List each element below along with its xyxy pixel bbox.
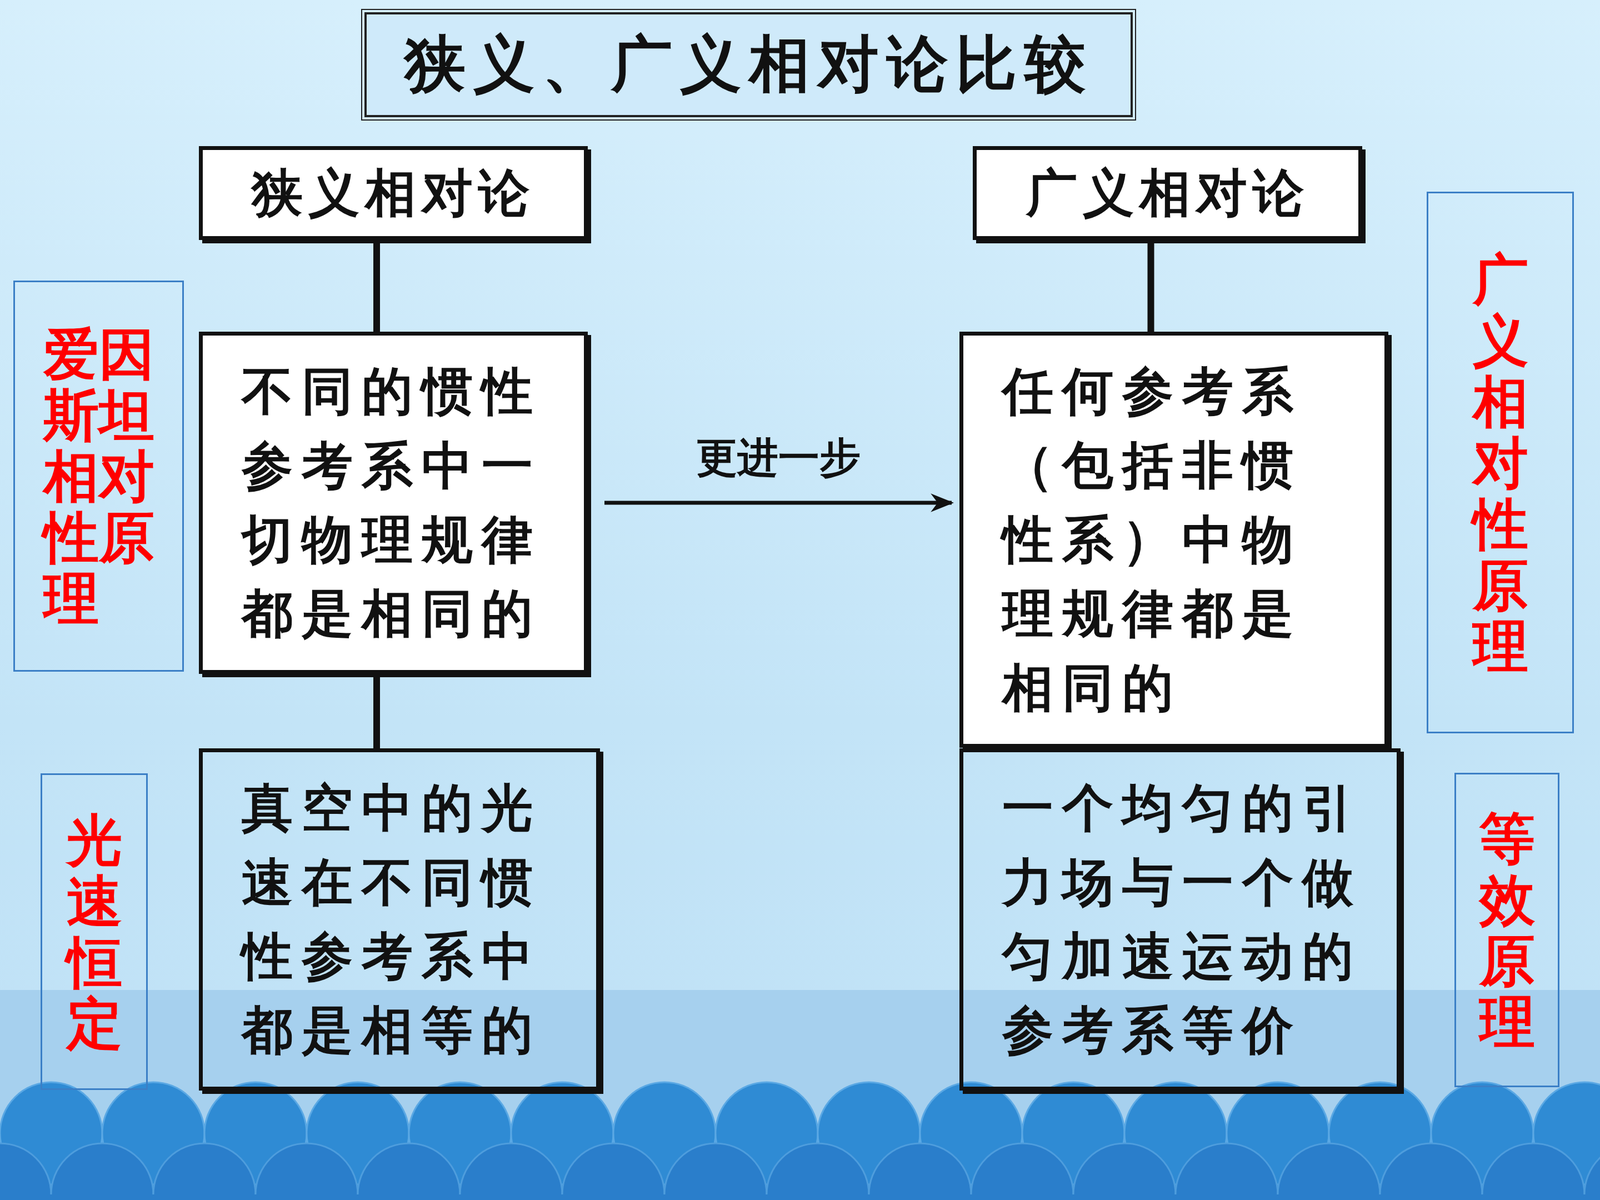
node-text: 爱因斯坦相对性原理 [43, 323, 155, 629]
wave-base [0, 1194, 1600, 1200]
connector-line [373, 673, 380, 749]
principle-box: 一个均匀的引力场与一个做匀加速运动的参考系等价 [959, 748, 1401, 1091]
theory-heading: 狭义相对论 [198, 146, 588, 240]
node-text: 广义相对性原理 [1472, 248, 1529, 677]
principle-label: 光速恒定 [40, 773, 148, 1090]
wave-scallop [51, 1143, 154, 1200]
wave-scallop [1277, 1143, 1380, 1200]
connector-line [373, 240, 380, 332]
connector-line [1147, 240, 1155, 332]
wave-scallop [971, 1143, 1074, 1200]
wave-scallop [153, 1143, 256, 1200]
wave-scallop [868, 1143, 972, 1200]
wave-scallop [255, 1143, 358, 1200]
node-text: 真空中的光速在不同惯性参考系中都是相等的 [241, 771, 563, 1068]
wave-scallop [0, 1143, 52, 1200]
principle-box: 任何参考系（包括非惯性系）中物理规律都是相同的 [959, 331, 1389, 748]
principle-label: 爱因斯坦相对性原理 [13, 280, 184, 672]
node-text: 等效原理 [1479, 807, 1535, 1053]
wave-scallop [1380, 1143, 1483, 1200]
wave-scallop [664, 1143, 767, 1200]
wave-scallop [1482, 1143, 1585, 1200]
wave-scallop [1584, 1143, 1600, 1200]
node-text: 不同的惯性参考系中一切物理规律都是相同的 [241, 354, 551, 652]
node-text: 光速恒定 [66, 809, 123, 1054]
principle-box: 真空中的光速在不同惯性参考系中都是相等的 [198, 748, 600, 1091]
arrow-connector [604, 501, 952, 505]
node-text: 一个均匀的引力场与一个做匀加速运动的参考系等价 [1002, 771, 1364, 1068]
wave-scallop [460, 1143, 563, 1200]
edge-label: 更进一步 [696, 430, 861, 487]
node-text: 任何参考系（包括非惯性系）中物理规律都是相同的 [1002, 354, 1352, 725]
title: 狭义、广义相对论比较 [404, 23, 1094, 107]
title-box: 狭义、广义相对论比较 [364, 12, 1133, 118]
wave-scallop [766, 1143, 869, 1200]
node-text: 广义相对论 [1026, 158, 1310, 228]
wave-scallop [357, 1143, 460, 1200]
wave-scallop [1073, 1143, 1176, 1200]
wave-scallop [562, 1143, 665, 1200]
principle-box: 不同的惯性参考系中一切物理规律都是相同的 [198, 331, 588, 674]
node-text: 狭义相对论 [251, 158, 535, 228]
principle-label: 等效原理 [1454, 772, 1560, 1088]
principle-label: 广义相对性原理 [1426, 191, 1574, 734]
wave-decoration [0, 1082, 1600, 1200]
theory-heading: 广义相对论 [972, 146, 1363, 240]
wave-scallop [1175, 1143, 1278, 1200]
